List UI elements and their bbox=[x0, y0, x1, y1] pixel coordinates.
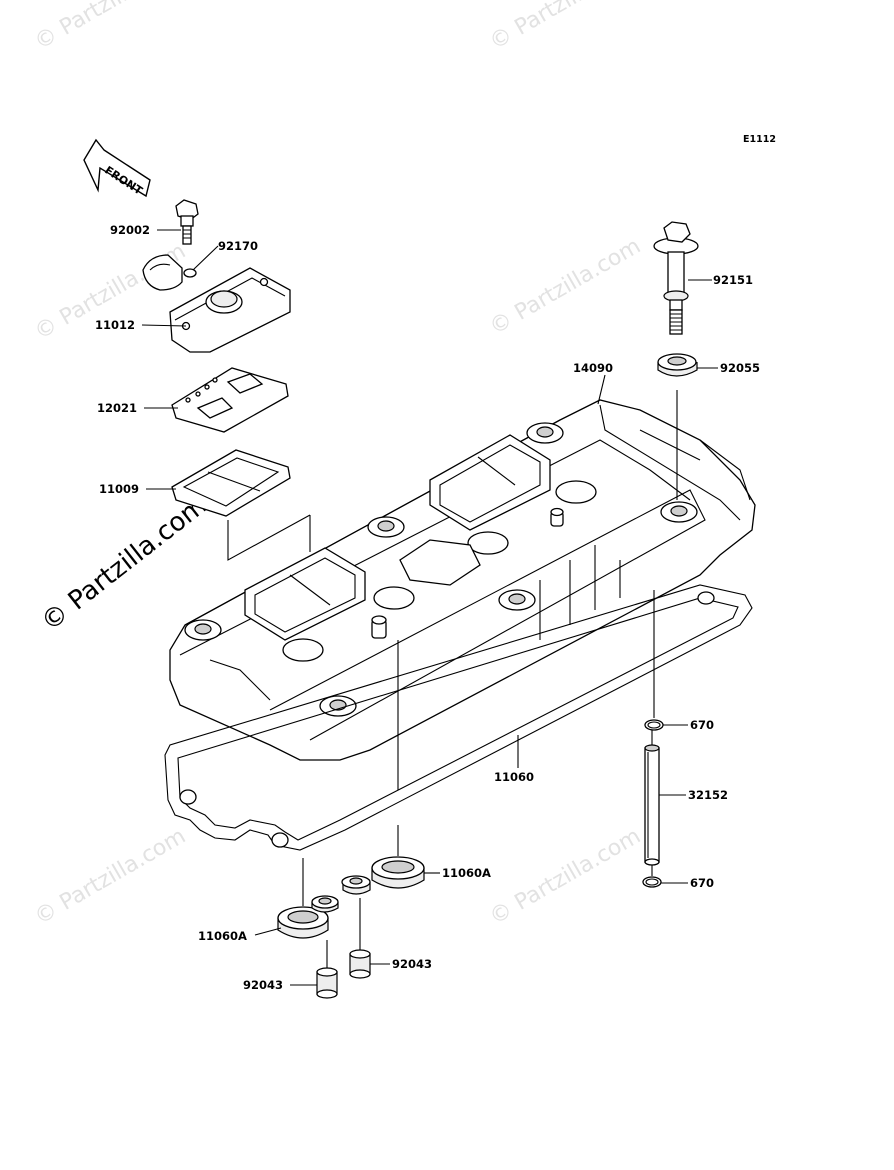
plug-seal-11060a-left bbox=[277, 906, 329, 939]
grommet-92170 bbox=[142, 254, 197, 291]
part-label-11060: 11060 bbox=[494, 770, 534, 784]
leader-lines bbox=[141, 229, 718, 986]
oil-seal-small bbox=[341, 875, 371, 895]
part-label-32152: 32152 bbox=[688, 788, 728, 802]
plug-seal-11060a-right bbox=[371, 856, 425, 889]
front-arrow-icon: FRONT bbox=[83, 138, 151, 198]
watermark: © Partzilla.com bbox=[31, 824, 191, 931]
watermark: © Partzilla.com bbox=[486, 234, 646, 341]
o-ring-670-top bbox=[644, 719, 664, 731]
bolt-boss bbox=[498, 589, 536, 611]
watermark: © Partzilla.com bbox=[486, 824, 646, 931]
part-label-92043-left: 92043 bbox=[243, 978, 283, 992]
part-label-11060a-right: 11060A bbox=[442, 866, 491, 880]
gasket-11060 bbox=[164, 584, 753, 851]
gasket-12021 bbox=[171, 367, 289, 433]
collar-92043-left bbox=[316, 967, 338, 999]
part-label-670-top: 670 bbox=[690, 718, 714, 732]
part-label-92055: 92055 bbox=[720, 361, 760, 375]
part-label-670-bottom: 670 bbox=[690, 876, 714, 890]
collar-92043-right bbox=[349, 949, 371, 979]
o-ring-670-bottom bbox=[642, 876, 662, 888]
part-label-92002: 92002 bbox=[110, 223, 150, 237]
pipe-32152 bbox=[644, 744, 660, 866]
watermark: © Partzilla.com bbox=[31, 0, 191, 55]
valve-cover-14090 bbox=[169, 399, 756, 761]
bolt-boss bbox=[660, 501, 698, 523]
alignment-lines bbox=[302, 390, 678, 968]
part-label-92043-right: 92043 bbox=[392, 957, 432, 971]
part-label-11012: 11012 bbox=[95, 318, 135, 332]
gasket-11009 bbox=[171, 449, 311, 561]
watermark: © Partzilla.com bbox=[486, 0, 646, 55]
inspection-cover-11012 bbox=[169, 267, 291, 353]
bolt-92151 bbox=[653, 221, 699, 335]
bolt-boss bbox=[184, 619, 222, 641]
bolt-boss bbox=[526, 422, 564, 444]
bolt-boss bbox=[367, 516, 405, 538]
bolt-92002 bbox=[175, 199, 199, 245]
oil-seal-small bbox=[311, 895, 339, 913]
watermark-main: © Partzilla.com bbox=[36, 490, 213, 637]
part-label-14090: 14090 bbox=[573, 361, 613, 375]
part-label-12021: 12021 bbox=[97, 401, 137, 415]
part-label-92170: 92170 bbox=[218, 239, 258, 253]
part-label-92151: 92151 bbox=[713, 273, 753, 287]
bolt-boss bbox=[319, 695, 357, 717]
part-label-11009: 11009 bbox=[99, 482, 139, 496]
reference-code: E1112 bbox=[743, 134, 776, 145]
part-labels: 92002 92170 11012 12021 11009 92151 9205… bbox=[95, 223, 760, 992]
seal-washer-92055 bbox=[657, 353, 698, 377]
part-label-11060a-left: 11060A bbox=[198, 929, 247, 943]
